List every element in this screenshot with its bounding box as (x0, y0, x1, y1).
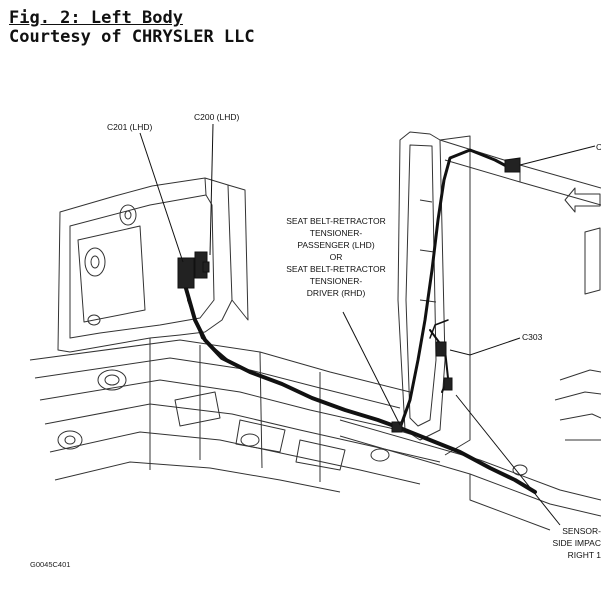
seatbelt-line: SEAT BELT-RETRACTOR (286, 264, 386, 274)
seatbelt-line: TENSIONER- (310, 276, 363, 286)
label-seatbelt-tensioner: SEAT BELT-RETRACTOR TENSIONER- PASSENGER… (286, 216, 386, 298)
wiring-harness (183, 148, 537, 494)
connector-c303 (435, 341, 447, 357)
figure-title: Fig. 2: Left Body (9, 8, 183, 28)
seatbelt-line: OR (330, 252, 343, 262)
sensor-line: SIDE IMPAC (553, 538, 601, 548)
seatbelt-tensioner (391, 421, 403, 433)
seatbelt-line: SEAT BELT-RETRACTOR (286, 216, 386, 226)
label-edge-c: C (596, 142, 601, 152)
figure-credit: Courtesy of CHRYSLER LLC (9, 27, 255, 47)
sensor-side-impact (443, 377, 453, 391)
label-sensor-side-impact: SENSOR- SIDE IMPAC RIGHT 1 (553, 526, 601, 560)
connector-upper-right (504, 157, 521, 173)
label-c201: C201 (LHD) (107, 122, 153, 132)
seatbelt-line: DRIVER (RHD) (307, 288, 366, 298)
connectors (177, 157, 521, 433)
connector-c201 (177, 257, 195, 289)
vehicle-body-lineart (29, 131, 601, 531)
figure-id: G0045C401 (30, 560, 70, 569)
seatbelt-line: TENSIONER- (310, 228, 363, 238)
sensor-line: RIGHT 1 (568, 550, 601, 560)
seatbelt-line: PASSENGER (LHD) (297, 240, 374, 250)
leader-lines (139, 123, 596, 526)
label-c303: C303 (522, 332, 543, 342)
sensor-line: SENSOR- (562, 526, 601, 536)
label-c200: C200 (LHD) (194, 112, 240, 122)
